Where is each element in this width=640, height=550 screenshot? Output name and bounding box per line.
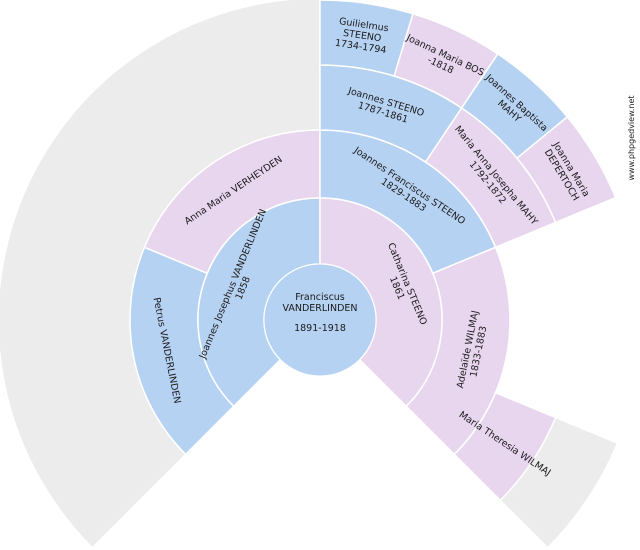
center-node[interactable]: Franciscus VANDERLINDEN 1891-1918 [263,263,377,377]
segments-layer [0,0,619,549]
center-name-last: VANDERLINDEN [282,303,357,314]
center-name-first: Franciscus [295,292,345,303]
center-dates: 1891-1918 [294,323,346,334]
segment-joanna-maria-deprez[interactable] [515,115,617,224]
watermark: www.phpgedview.net [627,95,636,180]
segment-maria-theresia-wilmaj[interactable] [453,391,557,502]
center-circle[interactable] [263,263,377,377]
